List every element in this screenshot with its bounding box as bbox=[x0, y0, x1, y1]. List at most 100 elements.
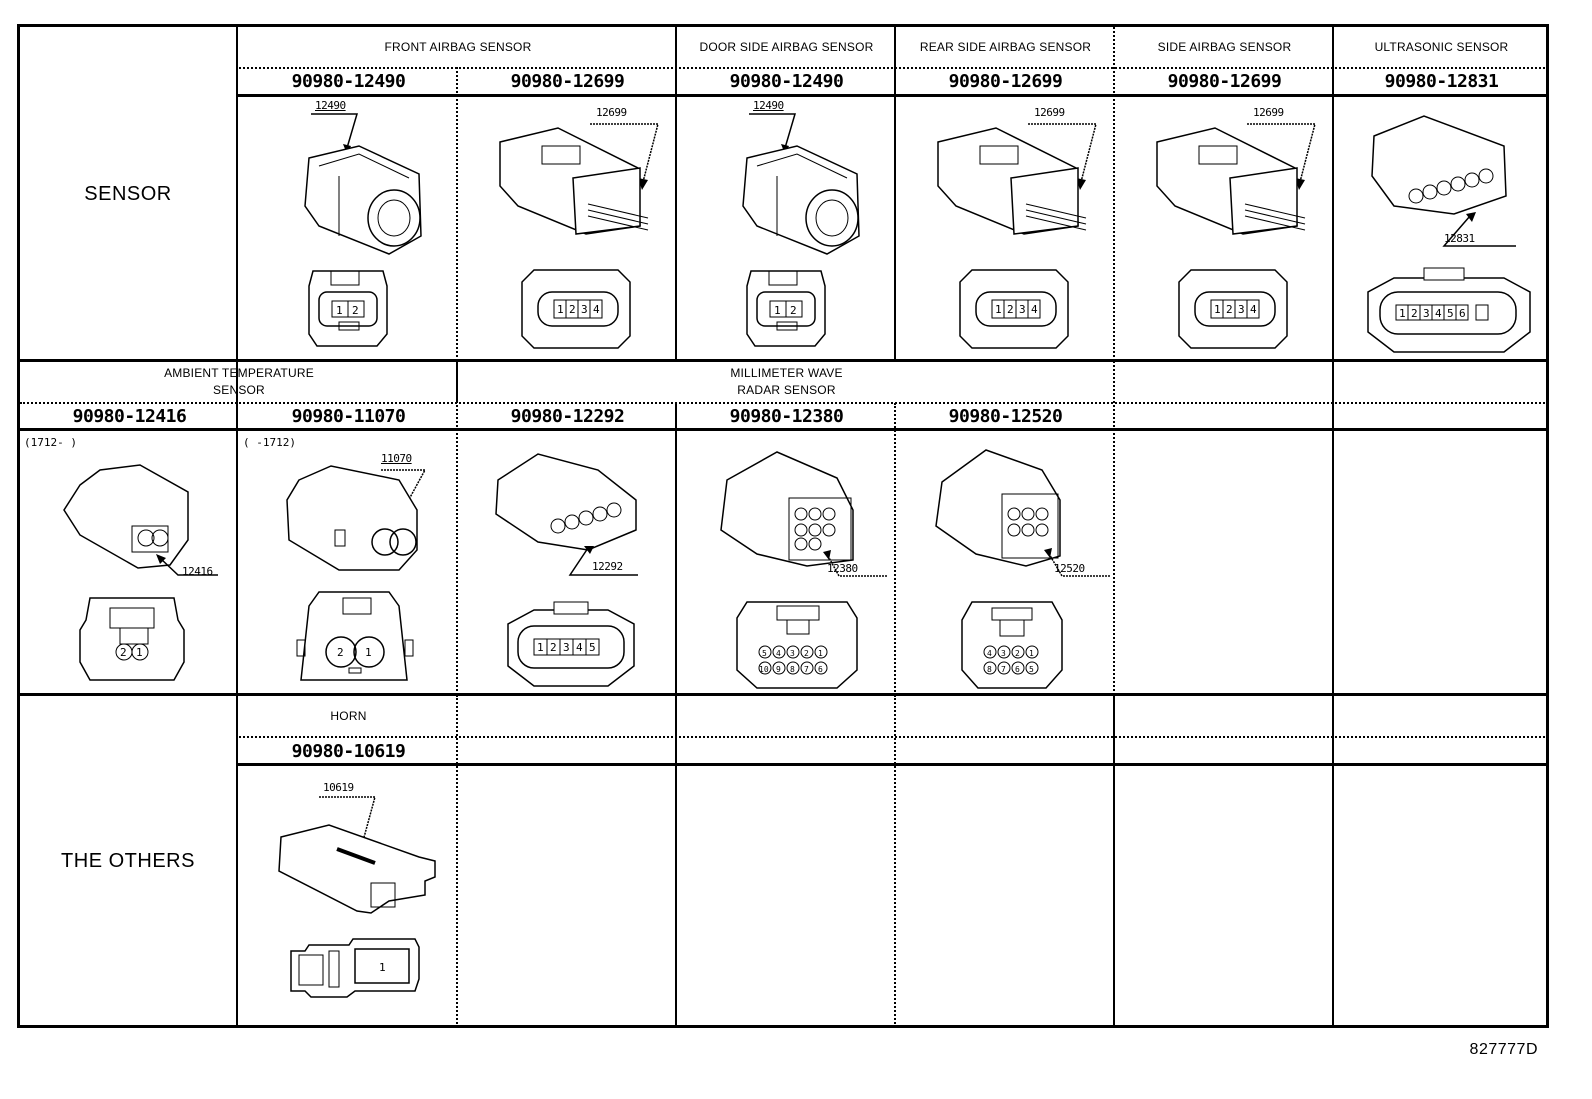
callout-label: 10619 bbox=[323, 781, 354, 794]
svg-text:2: 2 bbox=[1411, 307, 1418, 320]
column-divider bbox=[894, 695, 896, 1028]
callout-label: 11070 bbox=[381, 452, 412, 465]
part-number: 90980-12380 bbox=[729, 406, 844, 427]
column-divider bbox=[675, 403, 677, 695]
header-front-airbag-sensor: FRONT AIRBAG SENSOR bbox=[384, 39, 532, 54]
callout-label: 12416 bbox=[182, 565, 213, 578]
callout-label: 12490 bbox=[753, 99, 784, 112]
part-number: 90980-12490 bbox=[729, 71, 844, 92]
svg-text:2: 2 bbox=[804, 649, 809, 658]
svg-text:4: 4 bbox=[987, 649, 992, 658]
connector-drawing-12699: 12699 1 2 3 4 bbox=[896, 96, 1115, 361]
column-divider bbox=[1332, 27, 1334, 361]
svg-text:2: 2 bbox=[120, 646, 127, 659]
connector-drawing-12380: 12380 5 4 3 2 1 10 9 8 bbox=[677, 430, 896, 695]
part-number: 90980-12699 bbox=[948, 71, 1063, 92]
connector-2pin-round-icon: 2 1 bbox=[63, 464, 218, 681]
date-range-note: (1712- ) bbox=[24, 436, 77, 449]
svg-text:1: 1 bbox=[557, 303, 564, 316]
column-divider bbox=[1113, 361, 1115, 695]
header-ultrasonic-sensor: ULTRASONIC SENSOR bbox=[1374, 39, 1509, 54]
svg-text:5: 5 bbox=[1029, 665, 1034, 674]
svg-text:2: 2 bbox=[1007, 303, 1014, 316]
connector-2pin-icon: 1 2 bbox=[304, 113, 422, 347]
svg-text:4: 4 bbox=[1435, 307, 1442, 320]
row-divider bbox=[236, 763, 1549, 766]
svg-text:3: 3 bbox=[790, 649, 795, 658]
connector-drawing-12416: (1712- ) 12416 2 1 bbox=[20, 430, 239, 695]
svg-text:7: 7 bbox=[804, 665, 809, 674]
svg-text:4: 4 bbox=[1031, 303, 1038, 316]
connector-drawing-12520: 12520 4 3 2 1 8 7 6 5 bbox=[896, 430, 1115, 695]
row-divider bbox=[20, 359, 1549, 362]
svg-text:6: 6 bbox=[818, 665, 823, 674]
part-number: 90980-11070 bbox=[291, 406, 406, 427]
svg-text:6: 6 bbox=[1459, 307, 1466, 320]
group-label-text: THE OTHERS bbox=[61, 850, 195, 872]
svg-text:6: 6 bbox=[1015, 665, 1020, 674]
svg-text:8: 8 bbox=[987, 665, 992, 674]
connector-drawing-10619: 10619 1 bbox=[239, 765, 458, 1028]
part-number: 90980-12699 bbox=[1167, 71, 1282, 92]
callout-label: 12699 bbox=[1253, 106, 1284, 119]
svg-text:3: 3 bbox=[1001, 649, 1006, 658]
svg-text:1: 1 bbox=[537, 641, 544, 654]
callout-label: 12380 bbox=[827, 562, 858, 575]
svg-text:3: 3 bbox=[581, 303, 588, 316]
header-horn: HORN bbox=[330, 708, 367, 723]
svg-text:5: 5 bbox=[1447, 307, 1454, 320]
svg-text:3: 3 bbox=[1423, 307, 1430, 320]
svg-text:4: 4 bbox=[776, 649, 781, 658]
part-number: 90980-12520 bbox=[948, 406, 1063, 427]
svg-text:2: 2 bbox=[337, 646, 344, 659]
connector-drawing-11070: ( -1712) 11070 2 1 bbox=[239, 430, 458, 695]
column-divider bbox=[894, 403, 896, 695]
svg-text:2: 2 bbox=[1226, 303, 1233, 316]
column-divider bbox=[236, 403, 238, 695]
part-number: 90980-12831 bbox=[1384, 71, 1499, 92]
column-divider bbox=[675, 695, 677, 1028]
connector-5pin-icon: 1 2 3 4 5 bbox=[495, 453, 638, 687]
callout-label: 12831 bbox=[1444, 232, 1475, 245]
drawing-code: 827777D bbox=[1469, 1041, 1538, 1058]
connector-drawing-12490: 12490 1 2 bbox=[239, 96, 458, 361]
connector-drawing-12699: 12699 1 2 3 4 bbox=[458, 96, 677, 361]
svg-text:1: 1 bbox=[1029, 649, 1034, 658]
svg-text:1: 1 bbox=[365, 646, 372, 659]
connector-4pin-icon: 1 2 3 4 bbox=[499, 123, 659, 349]
group-label-text: SENSOR bbox=[84, 182, 172, 205]
connector-2pin-large-icon: 2 1 bbox=[286, 465, 427, 681]
svg-text:3: 3 bbox=[1238, 303, 1245, 316]
svg-text:2: 2 bbox=[550, 641, 557, 654]
svg-text:1: 1 bbox=[336, 304, 343, 317]
connector-4pin-icon: 1 2 3 4 bbox=[937, 123, 1097, 349]
connector-drawing-12699: 12699 1 2 3 4 bbox=[1115, 96, 1334, 361]
svg-text:1: 1 bbox=[818, 649, 823, 658]
part-number: 90980-10619 bbox=[291, 740, 406, 762]
row-divider bbox=[236, 736, 1549, 738]
connector-drawing-12490: 12490 1 2 bbox=[677, 96, 896, 361]
connector-2pin-icon: 1 2 bbox=[742, 113, 860, 347]
row-divider bbox=[236, 67, 1549, 69]
svg-text:9: 9 bbox=[776, 665, 781, 674]
header-door-side-airbag-sensor: DOOR SIDE AIRBAG SENSOR bbox=[699, 39, 874, 54]
svg-text:2: 2 bbox=[352, 304, 359, 317]
connector-6pin-icon: 1 2 3 4 5 6 bbox=[1367, 115, 1531, 353]
row-divider bbox=[20, 402, 1549, 404]
svg-text:7: 7 bbox=[1001, 665, 1006, 674]
callout-label: 12520 bbox=[1054, 562, 1085, 575]
svg-text:1: 1 bbox=[995, 303, 1002, 316]
svg-text:4: 4 bbox=[593, 303, 600, 316]
svg-text:4: 4 bbox=[576, 641, 583, 654]
svg-text:1: 1 bbox=[1399, 307, 1406, 320]
row-divider bbox=[20, 428, 1549, 431]
svg-text:1: 1 bbox=[1214, 303, 1221, 316]
column-divider bbox=[1113, 695, 1115, 1028]
callout-label: 12699 bbox=[1034, 106, 1065, 119]
column-divider bbox=[456, 361, 458, 695]
svg-text:2: 2 bbox=[569, 303, 576, 316]
connector-drawing-12831: 12831 1 2 3 4 5 6 bbox=[1334, 96, 1549, 361]
callout-label: 12699 bbox=[596, 106, 627, 119]
svg-text:5: 5 bbox=[589, 641, 596, 654]
